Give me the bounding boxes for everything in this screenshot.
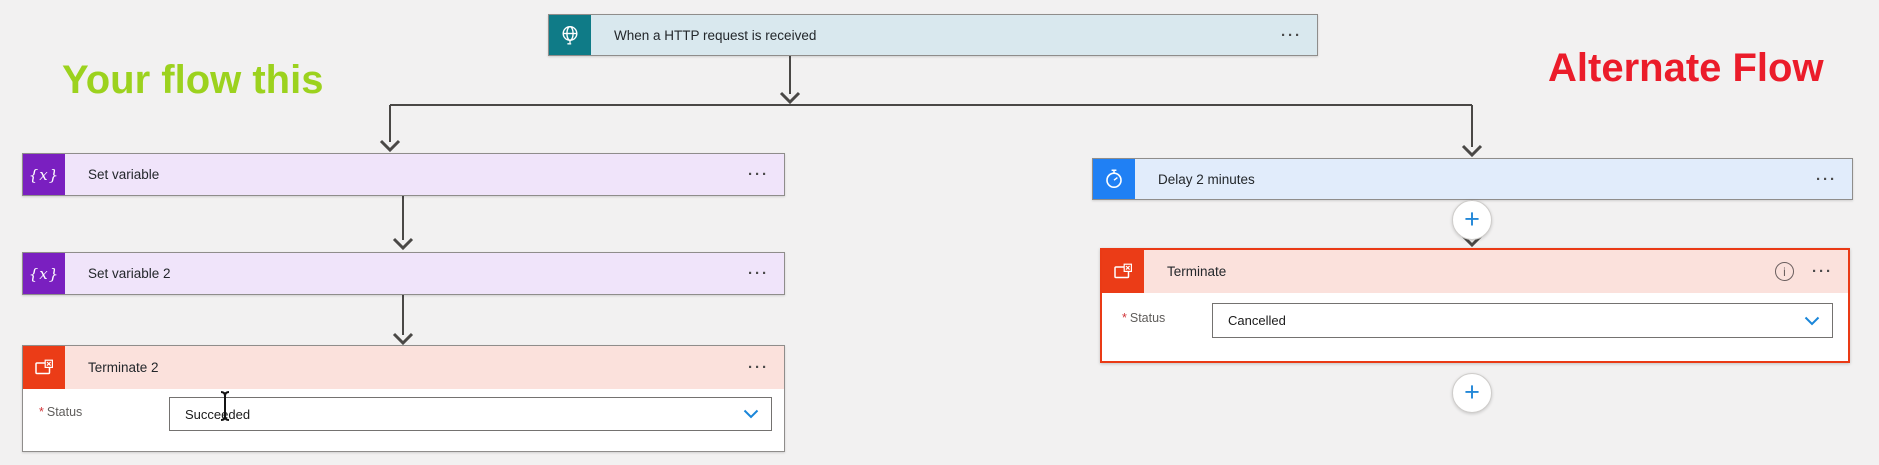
- action-card-terminate-selected[interactable]: Terminate i ··· *Status Cancelled: [1100, 248, 1850, 363]
- action-card-set-variable-2[interactable]: {x} Set variable 2 ···: [22, 252, 785, 295]
- action-menu-button[interactable]: ···: [748, 359, 769, 376]
- terminate-2-header[interactable]: Terminate 2 ···: [23, 346, 784, 389]
- trigger-menu-button[interactable]: ···: [1281, 26, 1302, 44]
- action-card-delay[interactable]: Delay 2 minutes ···: [1092, 158, 1853, 200]
- action-title: Delay 2 minutes: [1158, 171, 1255, 187]
- annotation-alternate-flow: Alternate Flow: [1548, 46, 1824, 90]
- status-field-label: *Status: [39, 405, 83, 419]
- terminate-2-form: *Status Succeeded: [23, 389, 784, 451]
- chevron-down-icon: [743, 409, 759, 419]
- action-menu-button[interactable]: ···: [748, 166, 769, 183]
- insert-step-button[interactable]: +: [1452, 373, 1492, 413]
- status-dropdown-succeeded[interactable]: Succeeded: [169, 397, 772, 431]
- required-asterisk: *: [39, 405, 44, 419]
- action-card-set-variable[interactable]: {x} Set variable ···: [22, 153, 785, 196]
- delay-stopwatch-icon: [1093, 159, 1135, 199]
- status-field-label: *Status: [1122, 311, 1166, 325]
- action-title: Set variable 2: [88, 266, 171, 281]
- text-cursor-pointer: [220, 391, 230, 421]
- terminate-header[interactable]: Terminate i ···: [1102, 250, 1848, 293]
- action-title: Terminate: [1167, 264, 1227, 279]
- terminate-icon: [1102, 250, 1144, 293]
- required-asterisk: *: [1122, 311, 1127, 325]
- insert-step-button[interactable]: +: [1452, 200, 1492, 240]
- action-title: Terminate 2: [88, 360, 159, 375]
- action-title: Set variable: [88, 167, 160, 182]
- trigger-title: When a HTTP request is received: [614, 27, 817, 43]
- action-card-terminate-2[interactable]: Terminate 2 ··· *Status Succeeded: [22, 345, 785, 452]
- annotation-your-flow: Your flow this: [62, 58, 324, 102]
- action-menu-button[interactable]: ···: [748, 265, 769, 282]
- http-request-globe-icon: [549, 15, 591, 55]
- terminate-form: *Status Cancelled: [1102, 293, 1848, 361]
- status-dropdown-cancelled[interactable]: Cancelled: [1212, 303, 1833, 338]
- terminate-icon: [23, 346, 65, 389]
- variable-icon: {x}: [23, 154, 65, 195]
- status-dropdown-value: Succeeded: [185, 406, 251, 422]
- chevron-down-icon: [1804, 316, 1820, 325]
- variable-icon: {x}: [23, 253, 65, 294]
- info-icon[interactable]: i: [1775, 262, 1794, 281]
- action-menu-button[interactable]: ···: [1812, 263, 1833, 280]
- action-menu-button[interactable]: ···: [1816, 170, 1837, 188]
- trigger-card-http-request[interactable]: When a HTTP request is received ···: [548, 14, 1318, 56]
- status-dropdown-value: Cancelled: [1228, 313, 1286, 328]
